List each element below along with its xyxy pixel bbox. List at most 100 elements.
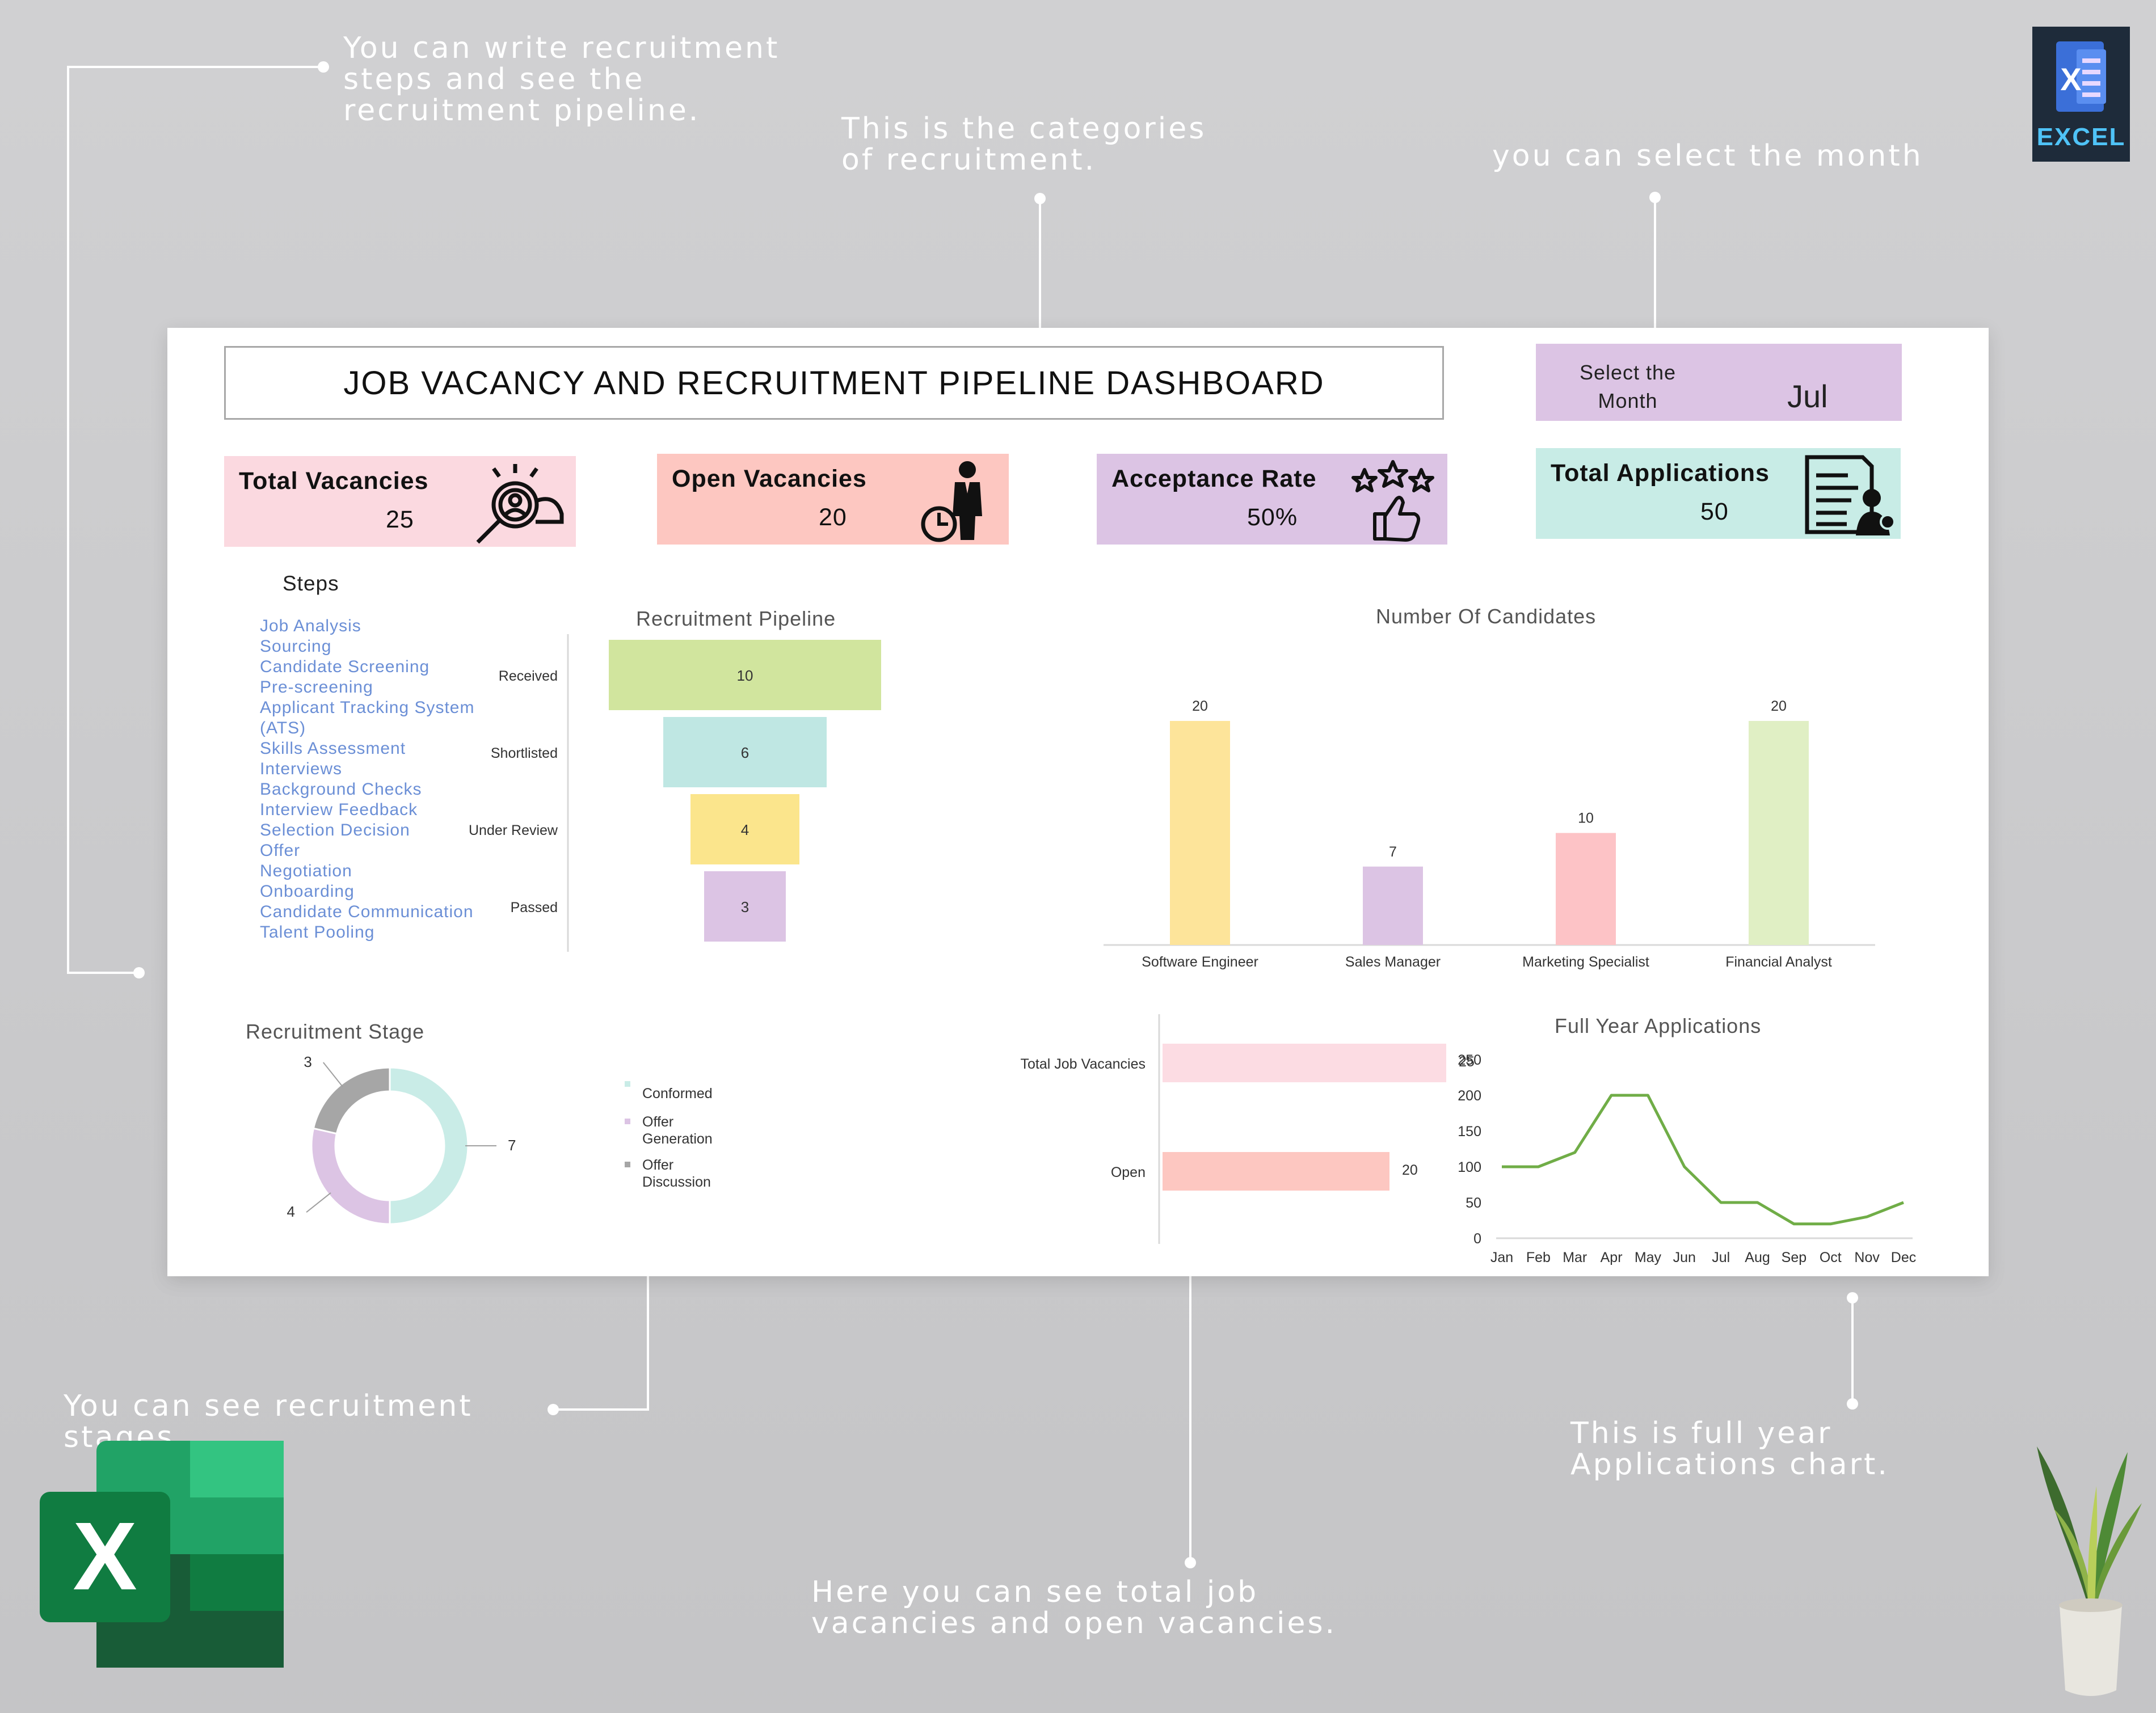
kpi-total-vacancies: Total Vacancies 25: [224, 456, 576, 547]
kpi-open-vacancies: Open Vacancies 20: [657, 454, 1009, 545]
pipeline-category-label: Shortlisted: [491, 745, 558, 761]
stage-slice: [310, 1127, 391, 1225]
full-year-x-tick: Jun: [1673, 1250, 1696, 1265]
pipeline-chart-title: Recruitment Pipeline: [636, 607, 836, 630]
stage-slice: [389, 1066, 469, 1225]
step-item[interactable]: Interviews: [260, 760, 343, 778]
month-selector[interactable]: Select the Month Jul: [1536, 344, 1902, 421]
stage-legend-swatch: [625, 1162, 630, 1167]
step-item[interactable]: Selection Decision: [260, 821, 410, 839]
stage-value-label: 7: [508, 1137, 516, 1154]
step-item[interactable]: Candidate Screening: [260, 657, 430, 676]
candidates-chart-title: Number Of Candidates: [1376, 605, 1597, 628]
step-item[interactable]: Offer: [260, 841, 301, 860]
candidates-bar: [1556, 833, 1616, 945]
kpi-total-vacancies-label: Total Vacancies: [239, 467, 429, 495]
pipeline-value-label: 4: [741, 821, 749, 838]
candidates-bar: [1170, 721, 1230, 945]
step-item[interactable]: Sourcing: [260, 637, 332, 656]
vacancies-category-label: Open: [1111, 1164, 1146, 1180]
excel-file-icon: X: [2056, 41, 2106, 112]
step-item[interactable]: Job Analysis: [260, 617, 361, 635]
full-year-x-tick: Jul: [1712, 1250, 1730, 1265]
full-year-x-tick: Mar: [1563, 1250, 1587, 1265]
pipeline-value-label: 6: [741, 744, 749, 761]
vacancies-bar: [1163, 1044, 1446, 1082]
vacancies-bar: [1163, 1152, 1389, 1191]
full-year-x-tick: Apr: [1601, 1250, 1623, 1265]
stage-legend-swatch: [625, 1119, 630, 1124]
stage-legend-label: Conformed: [642, 1086, 713, 1102]
dashboard-title: JOB VACANCY AND RECRUITMENT PIPELINE DAS…: [343, 364, 1325, 402]
stage-chart-title: Recruitment Stage: [246, 1020, 425, 1043]
candidates-value-label: 7: [1389, 844, 1397, 860]
guide-steps: [67, 66, 323, 974]
pipeline-category-label: Passed: [511, 900, 558, 915]
candidates-bar: [1363, 866, 1423, 945]
month-selector-value[interactable]: Jul: [1787, 378, 1828, 414]
step-item[interactable]: Pre-screening: [260, 678, 373, 697]
kpi-total-applications-value: 50: [1700, 498, 1729, 525]
stage-chart: 743ConformedOfferGenerationOfferDiscussi…: [287, 1053, 713, 1225]
candidates-category-label: Financial Analyst: [1725, 954, 1832, 970]
full-year-x-tick: Dec: [1891, 1250, 1916, 1265]
full-year-y-tick: 150: [1458, 1124, 1481, 1140]
stage-legend-label: Offer: [642, 1114, 673, 1130]
steps-annotation: You can write recruitment steps and see …: [343, 31, 780, 128]
vacancies-annotation: Here you can see total job vacancies and…: [811, 1575, 1337, 1640]
full-year-y-tick: 200: [1458, 1088, 1481, 1104]
step-item[interactable]: Talent Pooling: [260, 923, 375, 942]
candidates-category-label: Software Engineer: [1142, 954, 1258, 970]
excel-badge-letter: X: [2060, 61, 2081, 97]
candidates-value-label: 10: [1578, 811, 1594, 826]
month-selector-label: Select the Month: [1571, 358, 1685, 415]
dashboard-title-box: JOB VACANCY AND RECRUITMENT PIPELINE DAS…: [224, 346, 1444, 420]
full-year-x-tick: Aug: [1745, 1250, 1770, 1265]
candidates-category-label: Sales Manager: [1345, 954, 1441, 970]
step-item[interactable]: Skills Assessment: [260, 739, 406, 758]
stage-legend-swatch: [625, 1081, 630, 1087]
full-year-line: [1502, 1094, 1904, 1226]
pipeline-category-label: Under Review: [469, 822, 558, 838]
step-item[interactable]: Candidate Communication: [260, 902, 474, 921]
month-annotation: you can select the month: [1492, 139, 1923, 173]
step-item[interactable]: Applicant Tracking System (ATS): [260, 698, 475, 737]
stage-leader-line: [323, 1062, 343, 1087]
stage-legend-label: Offer: [642, 1157, 673, 1173]
full-year-y-tick: 0: [1473, 1231, 1481, 1247]
excel-logo: X: [40, 1441, 284, 1668]
pipeline-category-label: Received: [499, 668, 558, 684]
full-year-x-tick: Nov: [1854, 1250, 1880, 1265]
stages-annotation: You can see recruitment stages: [64, 1389, 473, 1454]
step-item[interactable]: Onboarding: [260, 882, 355, 901]
kpi-open-vacancies-value: 20: [819, 504, 847, 531]
step-item[interactable]: Background Checks: [260, 780, 422, 799]
step-item[interactable]: Interview Feedback: [260, 800, 418, 819]
excel-badge: X EXCEL: [2032, 27, 2130, 162]
pipeline-value-label: 10: [737, 667, 753, 684]
pipeline-value-label: 3: [741, 898, 749, 915]
kpi-total-applications: Total Applications 50: [1536, 448, 1901, 539]
stage-legend-label: Discussion: [642, 1174, 711, 1190]
candidates-bar: [1749, 721, 1809, 945]
plant-decoration: [2037, 1446, 2142, 1696]
full-year-y-tick: 50: [1466, 1195, 1481, 1211]
candidates-value-label: 20: [1771, 698, 1787, 714]
kpi-acceptance-rate-value: 50%: [1247, 504, 1298, 531]
stage-leader-line: [306, 1192, 331, 1213]
person-clock-icon: [921, 461, 982, 542]
step-item[interactable]: Negotiation: [260, 862, 352, 880]
full-year-x-tick: May: [1635, 1250, 1662, 1265]
candidates-category-label: Marketing Specialist: [1522, 954, 1649, 970]
excel-badge-label: EXCEL: [2036, 123, 2126, 151]
candidates-value-label: 20: [1192, 698, 1208, 714]
stage-value-label: 4: [287, 1203, 295, 1220]
full-year-y-tick: 100: [1458, 1159, 1481, 1175]
pipeline-bar: [690, 794, 799, 864]
full-year-y-tick: 250: [1458, 1052, 1481, 1068]
kpi-total-vacancies-value: 25: [386, 506, 414, 533]
